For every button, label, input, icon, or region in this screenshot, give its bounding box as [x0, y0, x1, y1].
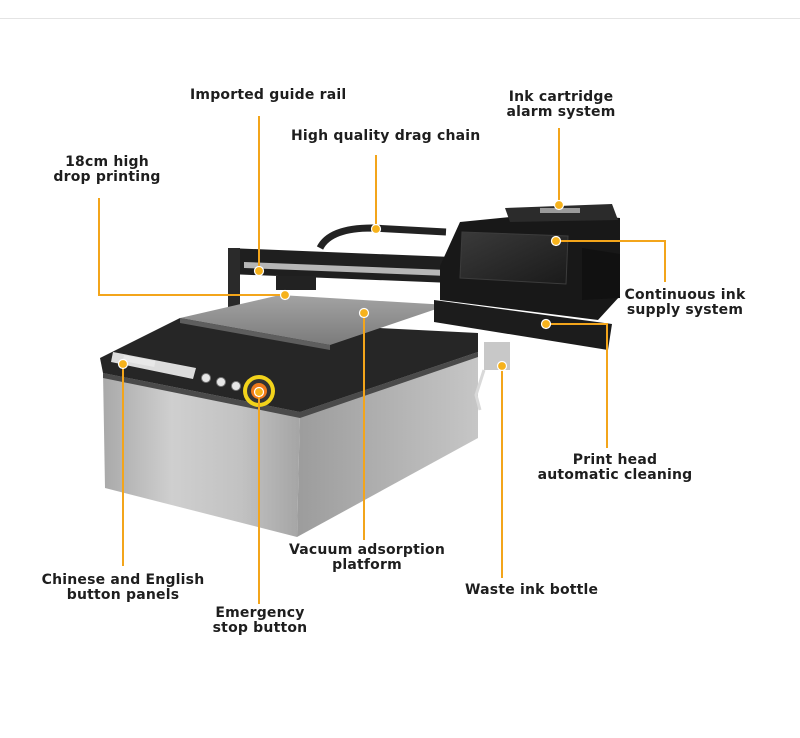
- vacuum-platform-edge: [180, 318, 330, 350]
- label-ink-alarm-line1: Ink cartridge: [508, 89, 614, 105]
- label-vacuum-line2: platform: [332, 557, 402, 573]
- carriage-body: [434, 300, 612, 350]
- label-ink-alarm-line2: alarm system: [506, 104, 616, 120]
- label-head-clean: Print head automatic cleaning: [535, 453, 695, 483]
- gantry-clamp: [276, 276, 316, 290]
- label-emergency: Emergency stop button: [206, 606, 314, 636]
- vacuum-platform: [180, 295, 448, 345]
- top-divider: [0, 18, 800, 19]
- label-vacuum: Vacuum adsorption platform: [282, 543, 452, 573]
- label-ink-supply: Continuous ink supply system: [620, 288, 750, 318]
- label-ink-alarm: Ink cartridge alarm system: [502, 90, 620, 120]
- callout-dot-drag-chain: [370, 223, 382, 235]
- waste-ink-tube: [474, 369, 486, 411]
- ink-supply-side: [582, 248, 620, 300]
- label-guide-rail: Imported guide rail: [190, 87, 347, 103]
- machine-deck: [100, 318, 478, 412]
- label-head-clean-line1: Print head: [572, 452, 658, 468]
- cartridge-label: [540, 208, 580, 213]
- callout-dot-head-clean: [540, 318, 552, 330]
- gantry-beam: [228, 248, 452, 283]
- touch-screen: [459, 231, 569, 285]
- panel-button: [201, 373, 211, 383]
- drag-chain: [316, 224, 447, 250]
- panel-button: [231, 381, 241, 391]
- callout-dot-waste-ink: [496, 360, 508, 372]
- callout-dot-button-panel: [117, 358, 129, 370]
- label-head-clean-line2: automatic cleaning: [537, 467, 693, 483]
- label-drop-print-line2: drop printing: [53, 169, 161, 185]
- label-emergency-line2: stop button: [212, 620, 308, 636]
- panel-button: [216, 377, 226, 387]
- label-button-panel-line1: Chinese and English: [41, 572, 205, 588]
- label-vacuum-line1: Vacuum adsorption: [288, 542, 446, 558]
- label-button-panel: Chinese and English button panels: [32, 573, 214, 603]
- label-drop-print: 18cm high drop printing: [50, 155, 164, 185]
- callout-dot-guide-rail: [253, 265, 265, 277]
- label-ink-supply-line1: Continuous ink: [624, 287, 746, 303]
- label-drag-chain: High quality drag chain: [291, 128, 481, 144]
- label-button-panel-line2: button panels: [66, 587, 180, 603]
- panel-display: [122, 354, 156, 367]
- label-ink-supply-line2: supply system: [626, 302, 744, 318]
- callout-dot-emergency: [253, 386, 265, 398]
- label-emergency-line1: Emergency: [215, 605, 305, 621]
- gantry-left-post: [228, 248, 240, 318]
- callout-line-head-clean: [546, 323, 608, 448]
- callout-line-ink-supply: [556, 240, 666, 282]
- callout-dot-ink-supply: [550, 235, 562, 247]
- callout-dot-ink-alarm: [553, 199, 565, 211]
- label-waste-ink: Waste ink bottle: [465, 582, 599, 598]
- guide-rail: [244, 262, 448, 276]
- label-drop-print-line1: 18cm high: [65, 154, 149, 170]
- machine-base-front: [103, 372, 300, 537]
- callout-dot-drop-print: [279, 289, 291, 301]
- callout-line-drop-print: [98, 198, 285, 296]
- callout-dot-vacuum: [358, 307, 370, 319]
